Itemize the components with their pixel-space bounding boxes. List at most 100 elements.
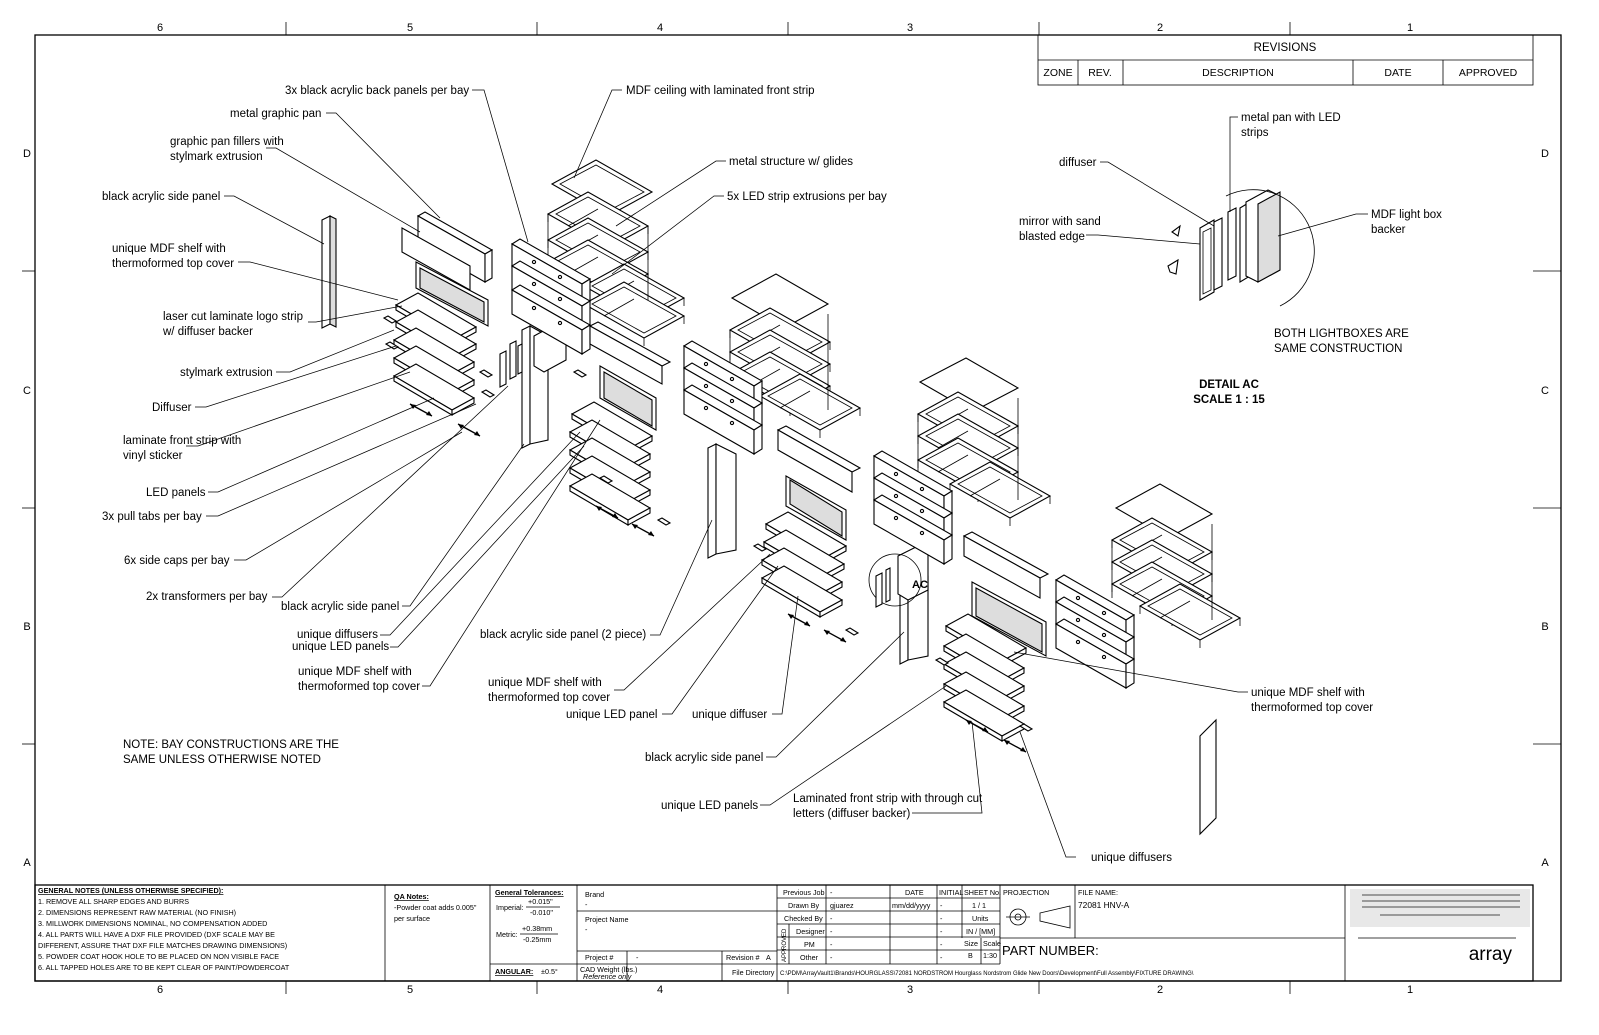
metric-minus: -0.25mm	[523, 935, 551, 944]
checked-by-label: Checked By	[784, 914, 823, 923]
designer-value: -	[830, 927, 833, 936]
project-number-label: Project #	[585, 953, 613, 962]
company-logo: array	[1469, 944, 1513, 965]
general-notes-title: GENERAL NOTES (UNLESS OTHERWISE SPECIFIE…	[38, 886, 223, 895]
zone-col-3-bottom: 3	[907, 984, 913, 996]
metric-label: Metric:	[496, 930, 518, 939]
label-unique-diffusers-2: unique diffusers	[1091, 852, 1172, 864]
zone-col-6-top: 6	[157, 22, 163, 34]
zone-col-4-bottom: 4	[657, 984, 663, 996]
zone-col-2-top: 2	[1157, 22, 1163, 34]
designer-label: Designer	[796, 927, 825, 936]
initial-header: INITIAL	[939, 888, 963, 897]
brand-value: -	[585, 900, 588, 909]
project-name-label: Project Name	[585, 915, 629, 924]
bay-4-assembly	[935, 483, 1241, 836]
label-black-acrylic-side-panel-bay3: black acrylic side panel	[645, 752, 763, 764]
third-angle-projection-icon	[1006, 905, 1071, 929]
bay-3-assembly	[753, 357, 1051, 665]
label-mdf-shelf-bay1-1: unique MDF shelf with	[298, 666, 412, 678]
label-mdf-ceiling: MDF ceiling with laminated front strip	[626, 85, 815, 97]
zone-row-c-left: C	[23, 385, 31, 397]
label-black-acrylic-side-panel-center: black acrylic side panel	[281, 601, 399, 613]
cad-weight-label: CAD Weight (lbs.)	[580, 965, 637, 974]
previous-job-value: -	[830, 888, 833, 897]
general-note-5: 5. POWDER COAT HOOK HOLE TO BE PLACED ON…	[38, 952, 279, 961]
project-name-value: -	[585, 925, 588, 934]
drawn-initial: -	[940, 901, 943, 910]
pm-initial: -	[940, 940, 943, 949]
label-detail-diffuser: diffuser	[1059, 157, 1097, 169]
label-unique-diffusers-1: unique diffusers	[297, 629, 378, 641]
file-directory-label: File Directory	[732, 968, 775, 977]
general-note-4b: DIFFERENT, ASSURE THAT DXF FILE MATCHES …	[38, 941, 287, 950]
leader-lines	[186, 89, 1368, 858]
label-mdf-shelf-bay4-1: unique MDF shelf with	[1251, 687, 1365, 699]
label-laminated-front-strip-1: Laminated front strip with through cut	[793, 793, 983, 805]
drawn-by-value: gjuarez	[830, 901, 854, 910]
revision-value: A	[766, 953, 771, 962]
checked-initial: -	[940, 914, 943, 923]
label-mdf-shelf-bay2-2: thermoformed top cover	[488, 692, 610, 704]
file-directory-value: C:\PDM\ArrayVault1\Brands\HOURGLASS\7208…	[780, 971, 1194, 977]
cad-weight-sub: Reference only	[583, 972, 632, 981]
label-graphic-pan-fillers-2: stylmark extrusion	[170, 151, 263, 163]
detail-title: DETAIL AC	[1199, 379, 1259, 391]
general-note-4: 4. ALL PARTS WILL HAVE A DXF FILE PROVID…	[38, 930, 275, 939]
size-value: B	[968, 951, 973, 960]
rev-col-date: DATE	[1384, 67, 1411, 79]
zone-col-5-top: 5	[407, 22, 413, 34]
zone-col-1-top: 1	[1407, 22, 1413, 34]
checked-by-value: -	[830, 914, 833, 923]
zone-col-6-bottom: 6	[157, 984, 163, 996]
label-mirror-2: blasted edge	[1019, 231, 1085, 243]
brand-label: Brand	[585, 890, 604, 899]
note-bay-constructions-2: SAME UNLESS OTHERWISE NOTED	[123, 754, 321, 766]
zone-row-a-left: A	[23, 857, 31, 869]
rev-col-rev: REV.	[1088, 67, 1112, 79]
label-mdf-shelf-bay2-1: unique MDF shelf with	[488, 677, 602, 689]
qa-notes-title: QA Notes:	[394, 892, 429, 901]
file-name-label: FILE NAME:	[1078, 888, 1118, 897]
file-name-value: 72081 HNV-A	[1078, 900, 1130, 910]
general-note-3: 3. MILLWORK DIMENSIONS NOMINAL, NO COMPE…	[38, 919, 267, 928]
label-mdf-shelf-left-2: thermoformed top cover	[112, 258, 234, 270]
zone-col-3-top: 3	[907, 22, 913, 34]
general-note-6: 6. ALL TAPPED HOLES ARE TO BE KEPT CLEAR…	[38, 963, 290, 972]
rev-col-zone: ZONE	[1043, 67, 1072, 79]
other-value: -	[830, 953, 833, 962]
zone-row-d-right: D	[1541, 148, 1549, 160]
detail-ac-view	[1167, 189, 1315, 307]
designer-initial: -	[940, 927, 943, 936]
units-value: IN / [MM]	[966, 927, 995, 936]
rev-col-approved: APPROVED	[1459, 67, 1518, 79]
label-black-acrylic-side-panel-left: black acrylic side panel	[102, 191, 220, 203]
general-note-2: 2. DIMENSIONS REPRESENT RAW MATERIAL (NO…	[38, 908, 236, 917]
label-laminate-front-strip-2: vinyl sticker	[123, 450, 183, 462]
qa-note-2: per surface	[394, 914, 430, 923]
title-block: GENERAL NOTES (UNLESS OTHERWISE SPECIFIE…	[34, 884, 1534, 982]
label-logo-strip-2: w/ diffuser backer	[162, 326, 253, 338]
sheet-header: SHEET No.	[964, 888, 1001, 897]
label-laminate-front-strip-1: laminate front strip with	[123, 435, 241, 447]
other-label: Other	[800, 953, 819, 962]
sheet-value: 1 / 1	[972, 901, 986, 910]
bay-2-assembly	[569, 273, 862, 559]
previous-job-label: Previous Job	[783, 888, 825, 897]
detail-scale: SCALE 1 : 15	[1193, 394, 1265, 406]
revisions-table: REVISIONS ZONE REV. DESCRIPTION DATE APP…	[1037, 34, 1534, 86]
pm-value: -	[830, 940, 833, 949]
label-unique-diffuser: unique diffuser	[692, 709, 767, 721]
label-mdf-light-box-2: backer	[1371, 224, 1406, 236]
part-number-label: PART NUMBER:	[1002, 943, 1099, 958]
other-initial: -	[940, 953, 943, 962]
label-led-panels: LED panels	[146, 487, 206, 499]
imperial-plus: +0.015"	[528, 897, 553, 906]
zone-row-a-right: A	[1541, 857, 1549, 869]
project-number-value: -	[636, 953, 639, 962]
label-mirror-1: mirror with sand	[1019, 216, 1101, 228]
callout-labels: 3x black acrylic back panels per bay met…	[102, 85, 1442, 864]
label-mdf-light-box-1: MDF light box	[1371, 209, 1442, 221]
units-label: Units	[972, 914, 989, 923]
